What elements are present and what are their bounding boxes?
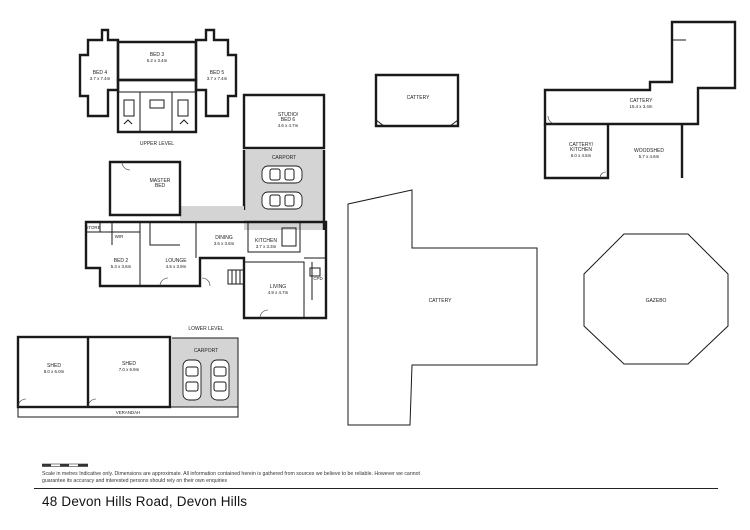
cpd-label: CPD [313,276,322,281]
car-icon [261,165,303,184]
lounge-name: LOUNGE [165,258,187,264]
upper-level-label: UPPER LEVEL [140,141,174,147]
cattery-kitchen-name2: KITCHEN [570,147,592,153]
wir-label: WIR [115,234,124,239]
shed1-name: SHED [47,363,61,369]
bed5-dims: 3.7 x 7.4m [207,76,228,81]
lower-level-label: LOWER LEVEL [188,326,224,332]
bed3-dims: 5.2 x 3.4m [147,58,168,63]
studio-and-carport [242,93,326,230]
shed1-dims: 8.0 x 6.0m [44,369,65,374]
master-name2: BED [155,183,166,189]
bed4-name: BED 4 [93,70,108,76]
sheds [16,335,239,418]
cattery-small [374,73,460,128]
car-icon [210,359,230,401]
car-icon [182,359,202,401]
woodshed-dims: 5.7 x 4.6m [639,154,660,159]
lower-level [84,160,328,320]
dining-dims: 3.6 x 3.6m [214,241,235,246]
cattery-large-outline [347,189,538,426]
studio-name: STUDIO/ [278,112,299,118]
cattery-right-dims: 15.4 x 3.4m [630,104,653,109]
disclaimer-text: Scale in metres Indicative only. Dimensi… [42,471,420,484]
kitchen-name: KITCHEN [255,238,277,244]
living-name: LIVING [270,284,287,290]
carport-top-label: CARPORT [272,155,296,161]
dining-name: DINING [215,235,233,241]
shed2-name: SHED [122,361,136,367]
bed3-name: BED 3 [150,52,165,58]
living-dims: 4.9 x 4.7m [268,290,289,295]
bed2-name: BED 2 [114,258,129,264]
lounge-dims: 4.5 x 3.9m [166,264,187,269]
woodshed-name: WOODSHED [634,148,664,154]
store-label: STORE [85,225,100,230]
cattery-small-label: CATTERY [407,95,431,101]
car-icon [261,191,303,210]
property-address: 48 Devon Hills Road, Devon Hills [42,494,248,509]
bed4-dims: 3.7 x 7.4m [90,76,111,81]
studio-name2: BED 6 [281,117,296,123]
footer-divider [34,488,718,489]
studio-dims: 4.6 x 4.7m [278,123,299,128]
cattery-complex [543,20,737,180]
gazebo-label: GAZEBO [646,298,667,304]
scale-bar [42,463,88,467]
gazebo-outline [583,233,729,365]
cattery-kitchen-name: CATTERY/ [569,142,594,148]
cattery-kitchen-dims: 6.0 x 4.5m [571,153,592,158]
upper-level [78,28,238,134]
bed5-name: BED 5 [210,70,225,76]
kitchen-dims: 3.7 x 3.3m [256,244,277,249]
cattery-large-label: CATTERY [429,298,453,304]
shed2-dims: 7.0 x 6.9m [119,367,140,372]
cattery-right-name: CATTERY [630,98,654,104]
verandah-label: VERANDAH [116,410,140,415]
bed2-dims: 5.3 x 3.6m [111,264,132,269]
master-name: MASTER [150,178,171,184]
carport-bottom-label: CARPORT [194,348,218,354]
